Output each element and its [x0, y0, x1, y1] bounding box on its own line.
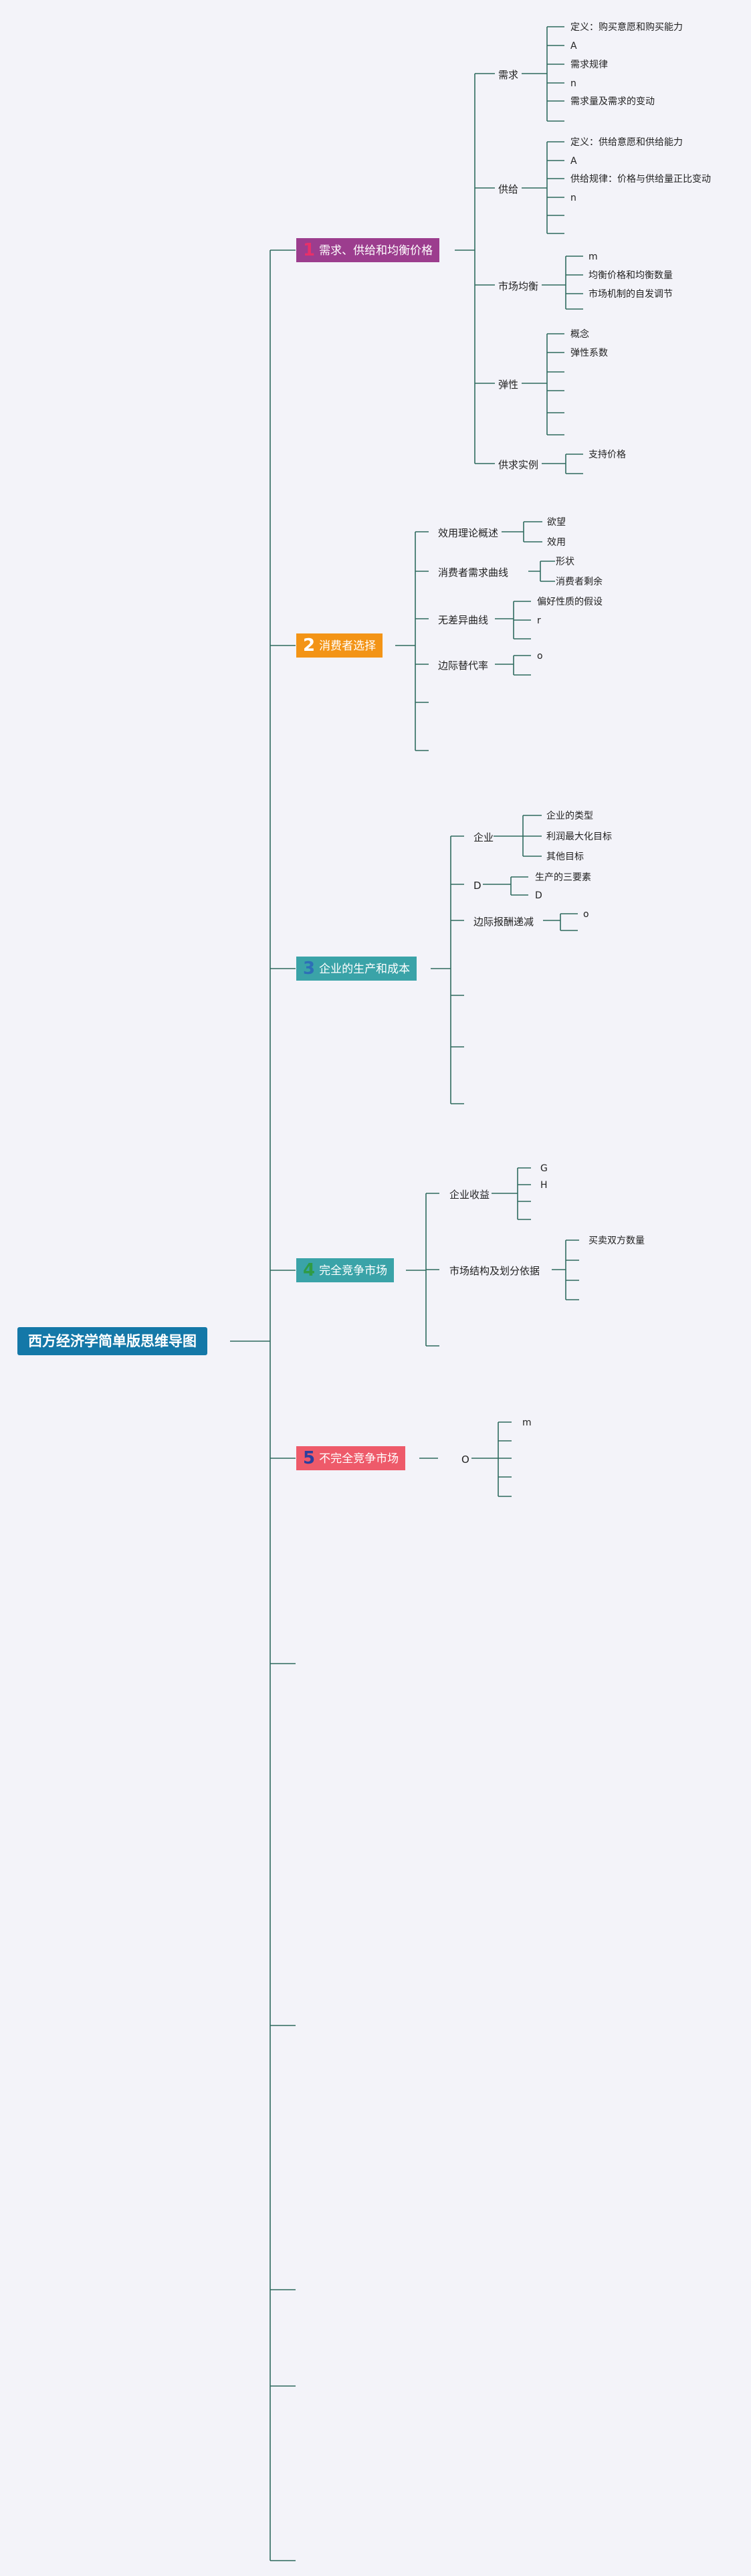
branch-label: 不完全竞争市场 [319, 1452, 399, 1466]
leaf[interactable]: H [540, 1180, 548, 1191]
branch-number: 4 [303, 1260, 316, 1280]
topic-mrs[interactable]: 边际替代率 [438, 660, 489, 672]
branch-label: 消费者选择 [319, 639, 377, 653]
branch-number: 3 [303, 959, 316, 979]
leaf[interactable]: 供给规律：价格与供给量正比变动 [570, 174, 711, 185]
leaf[interactable]: m [588, 252, 598, 262]
leaf[interactable]: 弹性系数 [570, 348, 608, 359]
leaf[interactable]: o [537, 651, 543, 662]
leaf[interactable]: 均衡价格和均衡数量 [588, 270, 673, 281]
leaf[interactable]: 支持价格 [588, 450, 626, 460]
leaf[interactable]: 买卖双方数量 [588, 1235, 645, 1246]
topic-indifference-curve[interactable]: 无差异曲线 [438, 614, 489, 626]
leaf[interactable]: 定义：供给意愿和供给能力 [570, 137, 683, 148]
leaf[interactable]: 形状 [556, 557, 574, 567]
topic-d[interactable]: D [473, 880, 481, 892]
leaf[interactable]: A [570, 156, 577, 167]
leaf[interactable]: 其他目标 [546, 852, 584, 862]
leaf[interactable]: 消费者剩余 [556, 577, 603, 587]
branch-label: 完全竞争市场 [319, 1264, 388, 1278]
topic-utility-overview[interactable]: 效用理论概述 [438, 527, 499, 539]
leaf[interactable]: 企业的类型 [546, 811, 593, 821]
leaf[interactable]: G [540, 1163, 548, 1174]
leaf[interactable]: n [570, 78, 576, 89]
leaf[interactable]: 欲望 [547, 517, 566, 528]
branch-number: 1 [303, 240, 316, 260]
leaf[interactable]: o [583, 909, 589, 920]
leaf[interactable]: m [522, 1417, 532, 1428]
leaf[interactable]: A [570, 41, 577, 52]
leaf[interactable]: 市场机制的自发调节 [588, 289, 673, 300]
topic-diminishing-returns[interactable]: 边际报酬递减 [473, 916, 534, 928]
leaf[interactable]: r [537, 615, 541, 626]
topic-firm-revenue[interactable]: 企业收益 [449, 1189, 490, 1201]
leaf[interactable]: 生产的三要素 [535, 872, 591, 883]
leaf[interactable]: 效用 [547, 537, 566, 548]
topic-o[interactable]: O [461, 1454, 469, 1466]
topic-supply-demand-cases[interactable]: 供求实例 [498, 459, 539, 471]
topic-supply[interactable]: 供给 [498, 183, 519, 195]
branch-label: 需求、供给和均衡价格 [319, 244, 433, 258]
topic-market-structure[interactable]: 市场结构及划分依据 [449, 1265, 540, 1277]
leaf[interactable]: 利润最大化目标 [546, 831, 612, 842]
topic-equilibrium[interactable]: 市场均衡 [498, 280, 539, 292]
topic-consumer-demand-curve[interactable]: 消费者需求曲线 [438, 567, 509, 579]
topic-elasticity[interactable]: 弹性 [498, 379, 519, 391]
leaf[interactable]: n [570, 193, 576, 203]
leaf[interactable]: 概念 [570, 329, 589, 340]
root-node[interactable]: 西方经济学简单版思维导图 [17, 1327, 207, 1355]
branch-label: 企业的生产和成本 [319, 963, 411, 976]
leaf[interactable]: D [535, 890, 542, 901]
branch-number: 5 [303, 1448, 316, 1468]
leaf[interactable]: 偏好性质的假设 [537, 597, 603, 607]
topic-firm[interactable]: 企业 [473, 831, 494, 844]
leaf[interactable]: 需求规律 [570, 60, 608, 70]
leaf[interactable]: 定义：购买意愿和购买能力 [570, 22, 683, 33]
topic-demand[interactable]: 需求 [498, 69, 519, 81]
branch-number: 2 [303, 635, 316, 656]
leaf[interactable]: 需求量及需求的变动 [570, 96, 655, 107]
